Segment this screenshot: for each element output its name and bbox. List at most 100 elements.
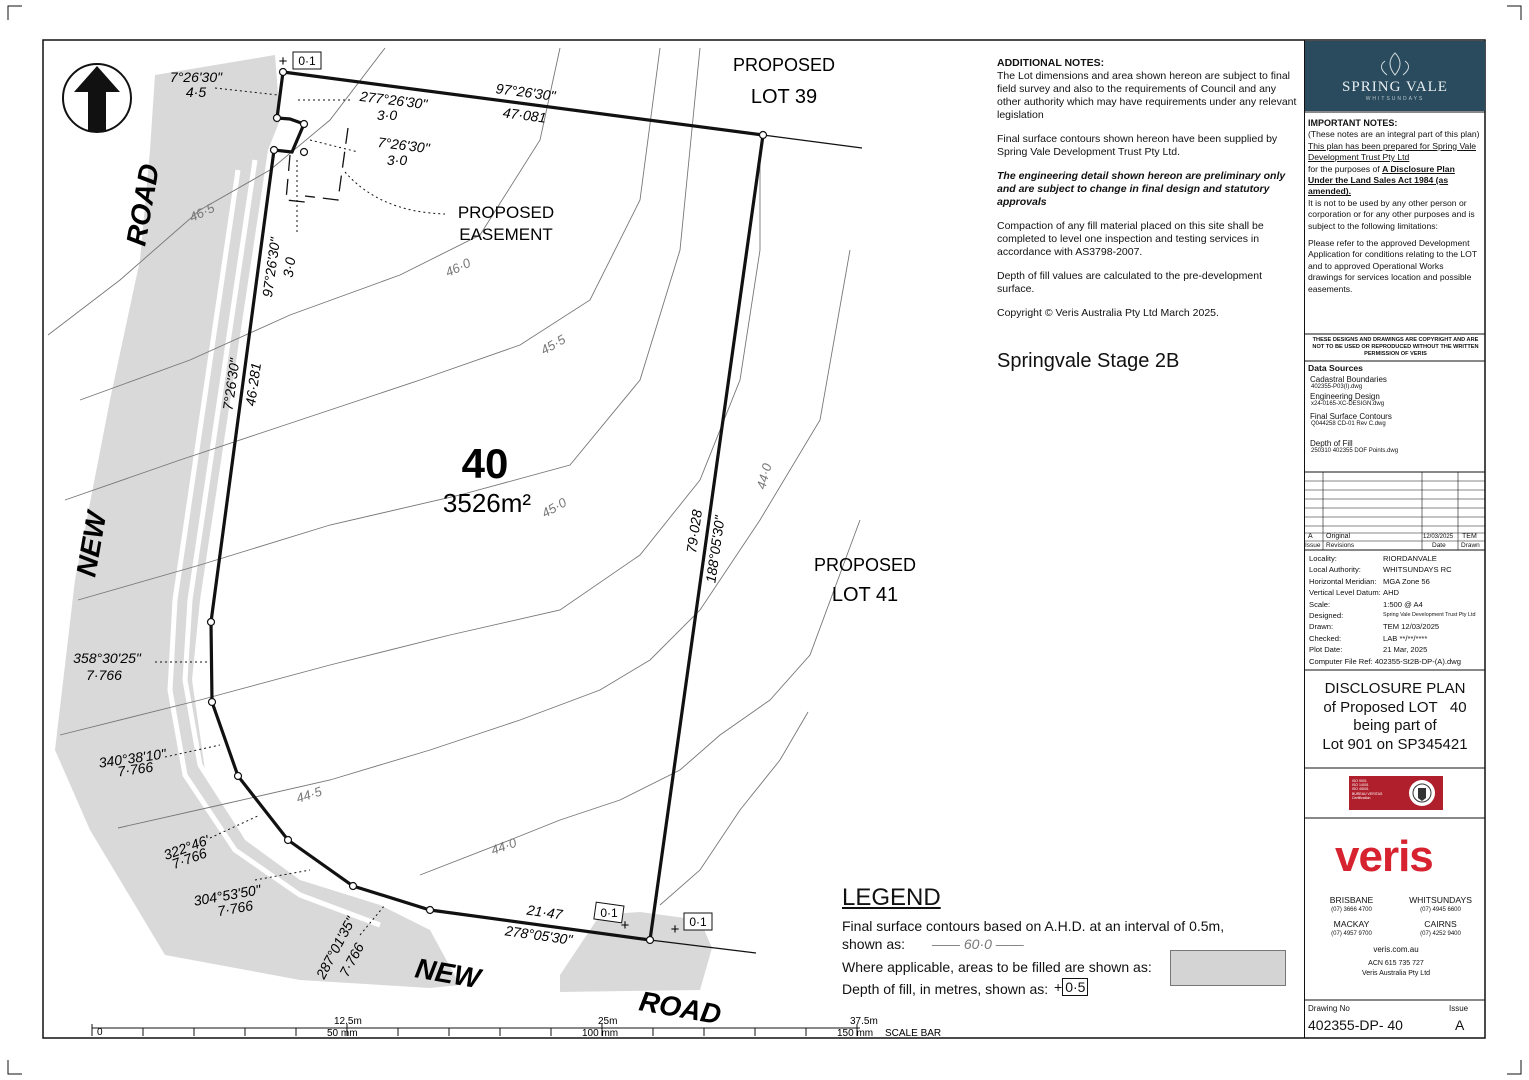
stage-title: Springvale Stage 2B	[997, 350, 1180, 372]
scale-tick: 37.5m	[850, 1016, 878, 1027]
distance: 3·0	[280, 256, 299, 278]
certification-badge: ISO 9001 ISO 14001 ISO 45001 BUREAU VERI…	[1349, 776, 1401, 810]
info-key: Scale:	[1309, 599, 1331, 609]
contour-lines	[47, 47, 861, 906]
easement-label-1: PROPOSED	[458, 203, 554, 222]
scale-tick: 0	[97, 1027, 103, 1038]
note-paragraph: Final surface contours shown hereon have…	[997, 133, 1278, 158]
info-key: Designed:	[1309, 611, 1344, 621]
scale-tick: 25m	[598, 1016, 617, 1027]
office-phone: (07) 4957 9700	[1331, 931, 1372, 937]
scale-tick: 12.5m	[334, 1016, 362, 1027]
revision-header: Drawn	[1461, 542, 1480, 549]
data-source-file: 250310 402355 DOF Points.dwg	[1311, 448, 1399, 454]
important-notes: IMPORTANT NOTES: (These notes are an int…	[1308, 118, 1480, 295]
road-label: ROAD	[637, 985, 724, 1030]
svg-text:+: +	[279, 53, 288, 70]
road-label: NEW	[413, 952, 485, 994]
important-text: It is not to be used by any other person…	[1308, 197, 1475, 231]
contour-label: 44·0	[753, 461, 774, 491]
distance: 46·281	[242, 362, 264, 407]
lot41-label-2: LOT 41	[832, 584, 898, 606]
info-value: RIORDANVALE	[1383, 554, 1437, 563]
office-phone: (07) 4945 6600	[1420, 907, 1461, 913]
scale-mm: 50 mm	[327, 1028, 358, 1039]
distance: 3·0	[377, 107, 397, 123]
scale-bar: 0 12.5m 25m 37.5m 50 mm 100 mm 150 mm SC…	[91, 1016, 941, 1039]
distance: 3·0	[387, 152, 407, 168]
road-kerb-lines	[167, 159, 391, 928]
data-source-name: Depth of Fill	[1310, 439, 1353, 448]
info-key: Plot Date:	[1309, 645, 1343, 655]
office-phone: (07) 4252 9400	[1420, 931, 1461, 937]
adjacent-boundaries	[649, 134, 863, 954]
data-source-name: Cadastral Boundaries	[1310, 375, 1387, 384]
lot-number: 40	[462, 440, 509, 487]
legend-contour-sample: —— 60·0 ——	[932, 936, 1024, 952]
brand-sub: WHITSUNDAYS	[1365, 96, 1425, 102]
legend-line: Depth of fill, in metres, shown as:	[842, 981, 1049, 997]
office-phone: (07) 3666 4700	[1331, 907, 1372, 913]
contour-label: 45·5	[538, 331, 569, 357]
legend-line: Final surface contours based on A.H.D. a…	[842, 918, 1225, 934]
issue-value: A	[1455, 1017, 1465, 1033]
note-paragraph: The Lot dimensions and area shown hereon…	[997, 70, 1297, 121]
important-text: This plan has been prepared for Spring V…	[1308, 140, 1477, 163]
easement-outline	[285, 127, 349, 203]
web-link[interactable]: veris.com.au	[1373, 945, 1419, 954]
legend-title: LEGEND	[842, 884, 941, 911]
easement-leader	[344, 171, 446, 215]
leaf-logo-icon	[1381, 52, 1409, 76]
note-paragraph: Compaction of any fill material placed o…	[997, 220, 1264, 258]
distance: 7·766	[86, 667, 122, 683]
bearing: 358°30'25"	[73, 650, 142, 666]
distance: 7·766	[116, 759, 154, 780]
svg-text:+: +	[621, 917, 630, 934]
info-key: Locality:	[1309, 554, 1337, 563]
veris-logo: veris	[1335, 832, 1434, 881]
note-paragraph: Depth of fill values are calculated to t…	[997, 270, 1262, 295]
lot39-label-1: PROPOSED	[733, 55, 835, 75]
acn: ACN 615 735 727	[1368, 960, 1424, 967]
bearing: 7°26'30"	[219, 356, 242, 411]
disclosure-line: being part of	[1353, 717, 1437, 734]
important-text: (These notes are an integral part of thi…	[1308, 129, 1480, 140]
issue-label: Issue	[1449, 1004, 1469, 1013]
fill-depth-value: 0·1	[600, 906, 618, 920]
fill-depth-markers: + 0·1 0·1 + + 0·1	[279, 51, 713, 938]
bearing: 97°26'30"	[495, 80, 558, 104]
data-sources: Data Sources Cadastral Boundaries 402355…	[1308, 363, 1483, 454]
additional-notes: ADDITIONAL NOTES: The Lot dimensions and…	[997, 57, 1299, 331]
info-value: WHITSUNDAYS RC	[1383, 565, 1452, 575]
data-source-name: Final Surface Contours	[1310, 412, 1392, 421]
adjacent-labels: PROPOSED LOT 39 PROPOSED LOT 41 PROPOSED…	[458, 55, 916, 606]
revision-header: Revisions	[1326, 542, 1355, 549]
revision-desc: Original	[1326, 533, 1351, 540]
info-value: 21 Mar, 2025	[1383, 645, 1428, 655]
office-city: WHITSUNDAYS	[1409, 895, 1472, 905]
contour-label: 45·0	[539, 494, 570, 520]
info-value: AHD	[1383, 588, 1400, 598]
revision-issue: A	[1308, 533, 1313, 540]
distance: 79·028	[683, 508, 705, 554]
lot-area: 3526m²	[443, 488, 531, 518]
legend-fill-sample: +0·5	[1054, 978, 1089, 996]
info-value: 1:500 @ A4	[1383, 599, 1423, 609]
lot39-label-2: LOT 39	[751, 86, 817, 108]
data-source-file: Q044258 CD-01 Rev C.dwg	[1311, 421, 1386, 427]
fill-depth-value: 0·1	[298, 54, 316, 68]
contour-label: 46·0	[443, 255, 474, 280]
data-source-name: Engineering Design	[1310, 392, 1380, 401]
data-sources-title: Data Sources	[1308, 363, 1363, 373]
brand-panel: SPRING VALE WHITSUNDAYS	[1305, 41, 1485, 111]
legend-fill-swatch	[1170, 950, 1286, 986]
bearing: 278°05'30"	[503, 922, 574, 948]
legend: LEGEND Final surface contours based on A…	[842, 884, 1286, 997]
disclosure-line: DISCLOSURE PLAN	[1324, 680, 1466, 697]
data-source-file: 402355-P03(I).dwg	[1311, 384, 1363, 390]
notes-heading: ADDITIONAL NOTES:	[997, 57, 1105, 69]
scale-label: SCALE BAR	[885, 1028, 941, 1039]
revision-date: 12/03/2025	[1423, 534, 1454, 540]
bureau-veritas-seal-icon	[1401, 776, 1443, 810]
